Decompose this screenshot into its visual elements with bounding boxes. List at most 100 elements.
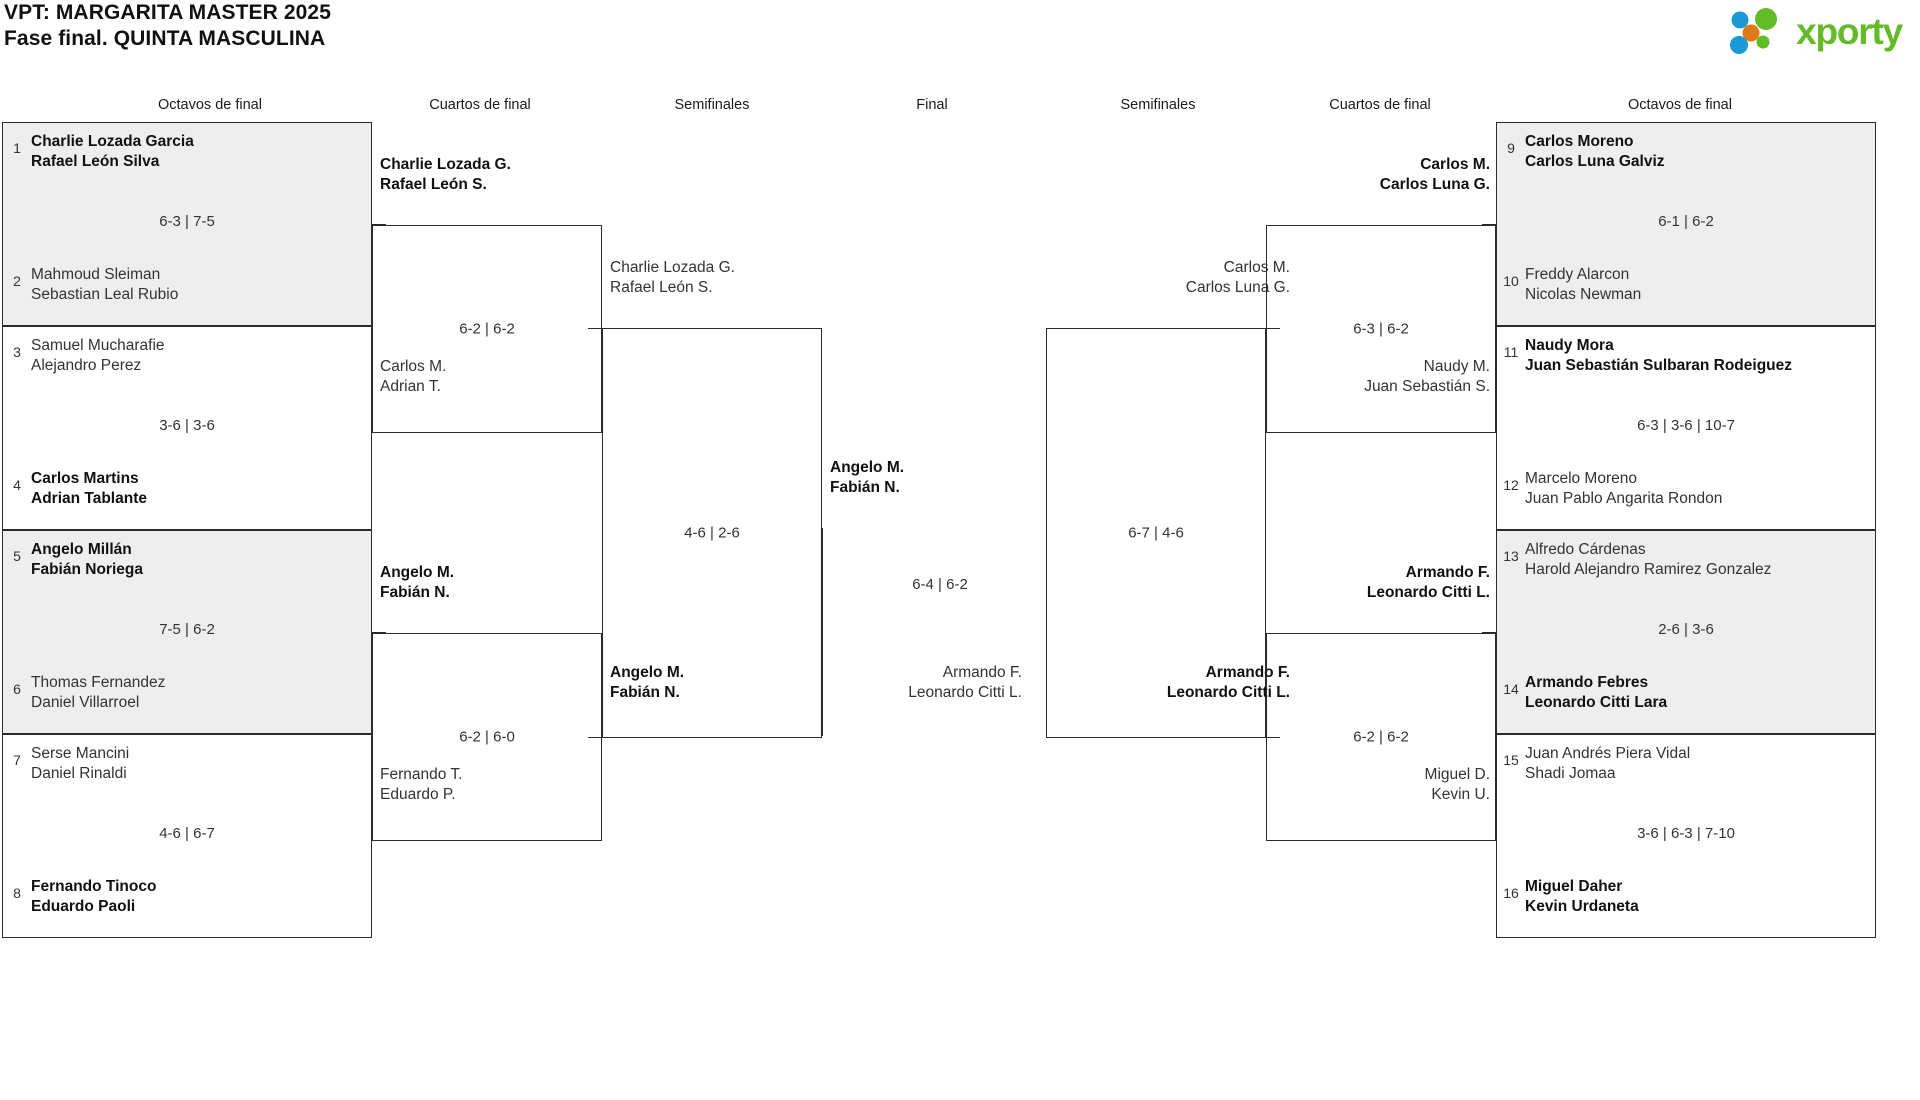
- match-right-r16-2[interactable]: 11 Naudy Mora Juan Sebastián Sulbaran Ro…: [1496, 326, 1876, 530]
- player-name: Leonardo Citti L.: [908, 683, 1022, 701]
- match-team-bottom: 10 Freddy Alarcon Nicolas Newman: [1497, 262, 1869, 304]
- xporty-logo: xporty: [1730, 8, 1903, 54]
- player-name: Shadi Jomaa: [1525, 764, 1616, 782]
- team-names: Armando Febres Leonardo Citti Lara: [1525, 670, 1667, 712]
- match-team-bottom: 8 Fernando Tinoco Eduardo Paoli: [3, 874, 365, 916]
- match-team-bottom: 16 Miguel Daher Kevin Urdaneta: [1497, 874, 1869, 916]
- player-name: Harold Alejandro Ramirez Gonzalez: [1525, 560, 1772, 578]
- player-name: Miguel D.: [1424, 766, 1490, 783]
- round-header-right-r16: Octavos de final: [1628, 97, 1732, 113]
- round-header-left-sf: Semifinales: [674, 97, 750, 113]
- match-left-r16-4[interactable]: 7 Serse Mancini Daniel Rinaldi 4-6 | 6-7…: [2, 734, 372, 938]
- seed-number: 9: [1507, 140, 1515, 156]
- match-final-bottom: Armando F. Leonardo Citti L.: [660, 663, 1022, 702]
- match-team-top: 3 Samuel Mucharafie Alejandro Perez: [3, 333, 365, 375]
- player-name: Alfredo Cárdenas: [1525, 541, 1646, 558]
- match-score: 7-5 | 6-2: [159, 621, 215, 638]
- match-score: 6-2 | 6-2: [1353, 728, 1409, 746]
- connector-r-r16-3: [1482, 632, 1496, 633]
- logo-dots-icon: [1730, 8, 1778, 54]
- connector-r-r16-2: [1482, 432, 1496, 433]
- team-names: Charlie Lozada Garcia Rafael León Silva: [31, 129, 194, 171]
- match-score: 4-6 | 2-6: [684, 524, 740, 542]
- match-right-qf-1-top: Carlos M. Carlos Luna G.: [1120, 155, 1490, 194]
- team-names: Serse Mancini Daniel Rinaldi: [31, 741, 129, 783]
- player-name: Carlos Luna G.: [1379, 175, 1490, 193]
- match-score: 6-3 | 6-2: [1353, 320, 1409, 338]
- player-name: Angelo M.: [610, 664, 685, 681]
- seed-number: 2: [13, 273, 21, 289]
- connector-r-qf-1: [1266, 328, 1280, 329]
- player-name: Fabián N.: [830, 478, 900, 496]
- connector-r-qf-2: [1266, 737, 1280, 738]
- match-right-sf-bottom: Armando F. Leonardo Citti L.: [900, 663, 1290, 702]
- match-left-r16-3[interactable]: 5 Angelo Millán Fabián Noriega 7-5 | 6-2…: [2, 530, 372, 734]
- match-final-top: Angelo M. Fabián N.: [830, 458, 904, 497]
- seed-number: 16: [1503, 885, 1519, 901]
- match-right-qf-2-top: Armando F. Leonardo Citti L.: [1120, 563, 1490, 602]
- connector-l-r16-3: [372, 632, 386, 633]
- match-team-bottom: 14 Armando Febres Leonardo Citti Lara: [1497, 670, 1869, 712]
- match-left-r16-2[interactable]: 3 Samuel Mucharafie Alejandro Perez 3-6 …: [2, 326, 372, 530]
- player-name: Juan Pablo Angarita Rondon: [1525, 489, 1723, 507]
- player-name: Carlos M.: [1223, 259, 1290, 276]
- player-name: Angelo M.: [830, 459, 905, 476]
- match-right-qf-2[interactable]: 6-2 | 6-2: [1266, 633, 1496, 841]
- team-names: Marcelo Moreno Juan Pablo Angarita Rondo…: [1525, 466, 1722, 508]
- match-left-qf-1-bottom: Carlos M. Adrian T.: [380, 357, 446, 396]
- round-header-left-r16: Octavos de final: [158, 97, 262, 113]
- match-right-r16-4[interactable]: 15 Juan Andrés Piera Vidal Shadi Jomaa 3…: [1496, 734, 1876, 938]
- team-names: Fernando Tinoco Eduardo Paoli: [31, 874, 156, 916]
- seed-number: 13: [1503, 548, 1519, 564]
- player-name: Nicolas Newman: [1525, 285, 1642, 303]
- player-name: Daniel Rinaldi: [31, 764, 127, 782]
- connector-r-r16-4: [1482, 840, 1496, 841]
- match-team-bottom: 6 Thomas Fernandez Daniel Villarroel: [3, 670, 365, 712]
- team-names: Freddy Alarcon Nicolas Newman: [1525, 262, 1641, 304]
- player-name: Carlos Martins: [31, 470, 139, 487]
- player-name: Angelo Millán: [31, 541, 132, 558]
- match-right-r16-3[interactable]: 13 Alfredo Cárdenas Harold Alejandro Ram…: [1496, 530, 1876, 734]
- round-header-right-sf: Semifinales: [1120, 97, 1196, 113]
- team-names: Thomas Fernandez Daniel Villarroel: [31, 670, 165, 712]
- player-name: Adrian Tablante: [31, 489, 147, 507]
- team-names: Mahmoud Sleiman Sebastian Leal Rubio: [31, 262, 178, 304]
- player-name: Fabián N.: [380, 583, 450, 601]
- player-name: Marcelo Moreno: [1525, 470, 1637, 487]
- player-name: Armando F.: [942, 664, 1022, 681]
- match-right-r16-1[interactable]: 9 Carlos Moreno Carlos Luna Galviz 6-1 |…: [1496, 122, 1876, 326]
- round-header-final: Final: [916, 97, 948, 113]
- match-right-qf-1[interactable]: 6-3 | 6-2: [1266, 225, 1496, 433]
- tournament-title: VPT: MARGARITA MASTER 2025: [4, 1, 331, 24]
- connector-r-r16-1: [1482, 224, 1496, 225]
- match-left-r16-1[interactable]: 1 Charlie Lozada Garcia Rafael León Silv…: [2, 122, 372, 326]
- match-left-qf-2[interactable]: 6-2 | 6-0: [372, 633, 602, 841]
- player-name: Samuel Mucharafie: [31, 337, 165, 354]
- match-team-top: 5 Angelo Millán Fabián Noriega: [3, 537, 365, 579]
- seed-number: 1: [13, 140, 21, 156]
- connector-l-r16-2: [372, 432, 386, 433]
- connector-l-r16-1: [372, 224, 386, 225]
- match-left-sf-1[interactable]: 4-6 | 2-6: [602, 328, 822, 738]
- player-name: Juan Sebastián S.: [1364, 377, 1490, 395]
- player-name: Leonardo Citti L.: [1366, 583, 1490, 601]
- match-left-sf-bottom: Angelo M. Fabián N.: [610, 663, 684, 702]
- player-name: Freddy Alarcon: [1525, 266, 1630, 283]
- player-name: Fernando Tinoco: [31, 878, 157, 895]
- match-left-qf-1[interactable]: 6-2 | 6-2: [372, 225, 602, 433]
- connector-l-qf-2: [588, 737, 602, 738]
- seed-number: 8: [13, 885, 21, 901]
- player-name: Naudy Mora: [1525, 337, 1614, 354]
- player-name: Charlie Lozada G.: [380, 156, 511, 173]
- match-right-qf-1-bottom: Naudy M. Juan Sebastián S.: [1120, 357, 1490, 396]
- match-score: 6-7 | 4-6: [1128, 524, 1184, 542]
- player-name: Fernando T.: [380, 766, 463, 783]
- team-names: Naudy Mora Juan Sebastián Sulbaran Rodei…: [1525, 333, 1792, 375]
- player-name: Mahmoud Sleiman: [31, 266, 161, 283]
- player-name: Juan Andrés Piera Vidal: [1525, 745, 1691, 762]
- team-names: Carlos Martins Adrian Tablante: [31, 466, 147, 508]
- player-name: Fabián N.: [610, 683, 680, 701]
- player-name: Rafael León S.: [610, 278, 713, 296]
- match-right-sf-1[interactable]: 6-7 | 4-6: [1046, 328, 1266, 738]
